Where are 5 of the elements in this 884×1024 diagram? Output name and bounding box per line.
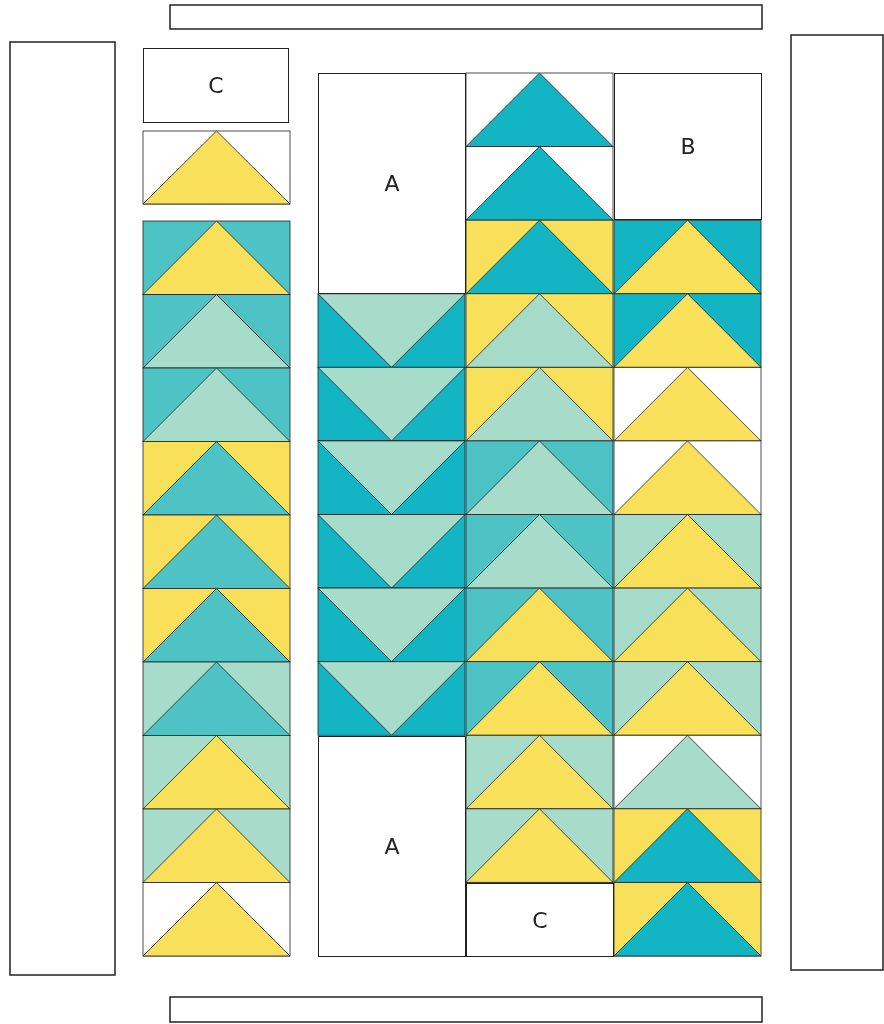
lettered-block: A (318, 73, 466, 294)
lettered-block: C (466, 883, 614, 957)
lettered-block: A (318, 736, 466, 957)
lettered-block: B (614, 73, 762, 220)
lettered-block: C (143, 48, 289, 123)
